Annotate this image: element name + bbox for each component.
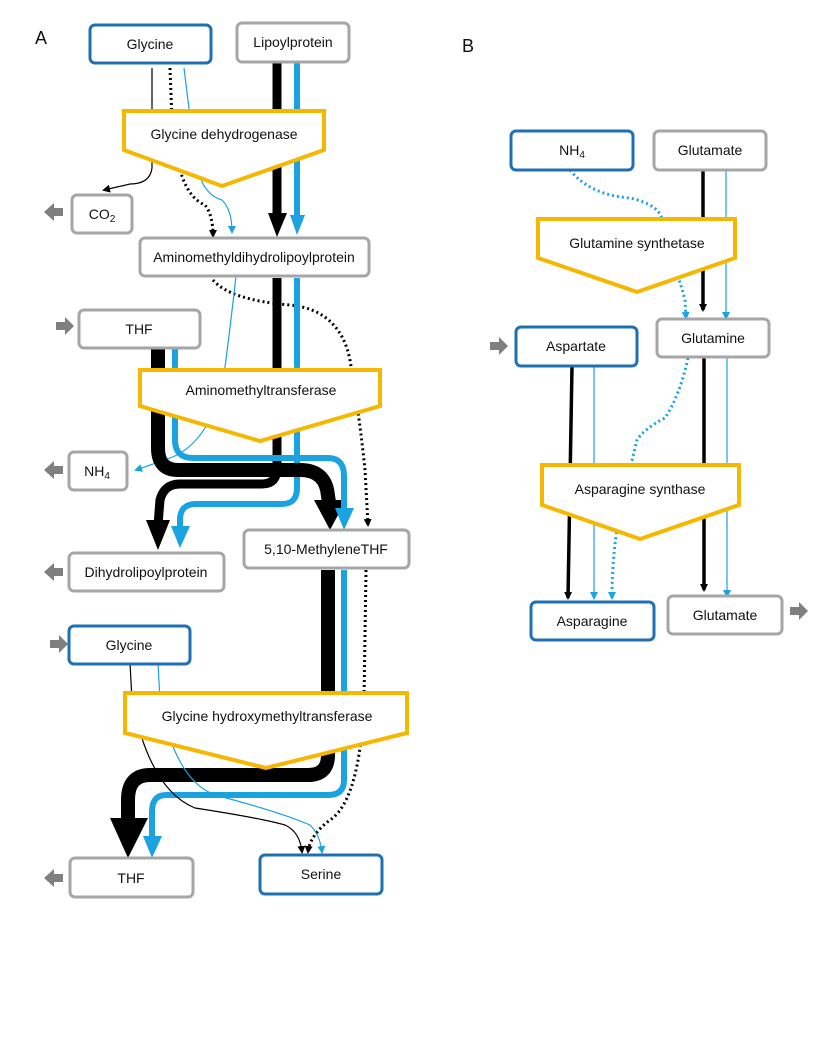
- node-serine: [258, 853, 384, 896]
- panel-label-b: B: [462, 36, 474, 56]
- node-glycine-mid: [67, 624, 192, 666]
- nh4-b-main-text: NH: [559, 142, 579, 158]
- node-label-glutamate-bottom: Glutamate: [693, 607, 758, 623]
- node-thf-mid: [77, 308, 202, 350]
- flux-aminomethyl-dotted: [211, 278, 372, 527]
- node-label-lipoylprotein: Lipoylprotein: [253, 34, 332, 50]
- node-methylene-thf: [242, 528, 411, 570]
- node-label-dihydrolipoyl: Dihydrolipoylprotein: [85, 564, 208, 580]
- node-label-asparagine: Asparagine: [557, 613, 628, 629]
- arrowhead-dihydro-black: [146, 520, 170, 550]
- node-label-glycine-mid: Glycine: [106, 637, 153, 653]
- node-label-glutamate-top: Glutamate: [678, 142, 743, 158]
- arrowhead-lipoyl-black: [268, 213, 287, 237]
- nh4-b-subscript: 4: [579, 150, 585, 161]
- flux-thf-blue: [172, 346, 347, 512]
- import-arrow-glycine: [50, 635, 68, 653]
- node-label-co2: CO2: [89, 206, 116, 225]
- node-label-thf-mid: THF: [125, 321, 152, 337]
- node-label-glycine-top: Glycine: [127, 36, 174, 52]
- co2-subscript: 2: [110, 214, 116, 225]
- panel-label-a: A: [35, 28, 47, 48]
- enzyme-aminomethyltransferase: [138, 368, 382, 444]
- enzyme-glutamine-synthetase: [536, 217, 737, 295]
- node-lipoylprotein: [235, 21, 351, 64]
- node-nh4-b: [509, 129, 635, 172]
- export-arrow-co2: [44, 203, 63, 221]
- arrowhead-thf-black: [110, 818, 148, 858]
- node-nh4-a: [67, 450, 129, 492]
- flux-glycine-mid-blue: [157, 662, 326, 854]
- arrowhead-methylene-blue: [335, 508, 354, 530]
- node-label-glutamine: Glutamine: [681, 330, 745, 346]
- flux-thf-black: [151, 346, 337, 510]
- nh4-a-subscript: 4: [104, 471, 110, 482]
- arrowhead-lipoyl-blue: [290, 215, 305, 235]
- flux-glycine-dotted: [168, 67, 213, 236]
- node-label-thf-bottom: THF: [117, 870, 144, 886]
- export-arrow-nh4: [44, 461, 63, 479]
- node-aminomethyldihydrolipoylprotein: [138, 236, 371, 278]
- node-label-nh4-a: NH4: [84, 463, 110, 482]
- arrowhead-dihydro-blue: [171, 526, 190, 548]
- export-arrow-thf: [44, 869, 63, 887]
- enzyme-label-asparagine-synthase: Asparagine synthase: [575, 481, 706, 497]
- import-arrow-aspartate: [490, 337, 508, 355]
- arrowhead-methylene-black: [314, 500, 346, 530]
- enzyme-asparagine-synthase: [540, 463, 741, 542]
- flux-glycine-mid-black: [129, 662, 306, 854]
- nh4-a-main-text: NH: [84, 463, 104, 479]
- enzyme-label-glutamine-synthetase: Glutamine synthetase: [569, 235, 705, 251]
- node-label-serine: Serine: [301, 866, 342, 882]
- export-arrow-glutamate: [790, 602, 808, 620]
- node-glutamate-bottom: [666, 594, 784, 636]
- enzyme-label-glycine-dehydrogenase: Glycine dehydrogenase: [150, 126, 297, 142]
- flux-nh4-dotted: [568, 169, 686, 318]
- flux-methylene-black: [121, 570, 335, 825]
- node-asparagine: [529, 600, 656, 642]
- arrowhead-thf-blue: [143, 836, 162, 858]
- node-aspartate: [514, 325, 639, 368]
- flux-glycine-to-co2: [102, 68, 153, 193]
- enzyme-glycine-hydroxymethyltransferase: [123, 691, 409, 771]
- enzyme-glycine-dehydrogenase: [122, 109, 326, 189]
- export-arrow-dihydrolipoyl: [44, 563, 63, 581]
- node-label-aminomethyl: Aminomethyldihydrolipoylprotein: [153, 249, 355, 265]
- node-label-nh4-b: NH4: [559, 142, 585, 161]
- exchange-arrows: [44, 203, 808, 887]
- node-label-aspartate: Aspartate: [546, 338, 606, 354]
- node-dihydrolipoylprotein: [67, 551, 226, 593]
- flux-glutamine-dotted: [608, 357, 690, 600]
- enzyme-shapes: Glycine dehydrogenase Aminomethyltransfe…: [122, 109, 741, 771]
- node-glutamate-top: [652, 129, 768, 172]
- node-thf-bottom: [68, 856, 195, 899]
- flux-methylene-blue: [149, 570, 347, 838]
- co2-main-text: CO: [89, 206, 110, 222]
- node-label-methylene-thf: 5,10-MethyleneTHF: [264, 541, 388, 557]
- flux-aminomethyl-blue: [177, 278, 300, 528]
- node-glutamine: [655, 317, 771, 359]
- enzyme-label-glycine-hydroxymethyltransferase: Glycine hydroxymethyltransferase: [162, 708, 373, 724]
- node-glycine-top: [88, 23, 213, 65]
- node-co2: [70, 193, 134, 235]
- import-arrow-thf: [56, 317, 74, 335]
- metabolite-nodes: Glycine Lipoylprotein CO2 Aminomethyldih…: [67, 21, 784, 899]
- enzyme-label-aminomethyltransferase: Aminomethyltransferase: [186, 382, 337, 398]
